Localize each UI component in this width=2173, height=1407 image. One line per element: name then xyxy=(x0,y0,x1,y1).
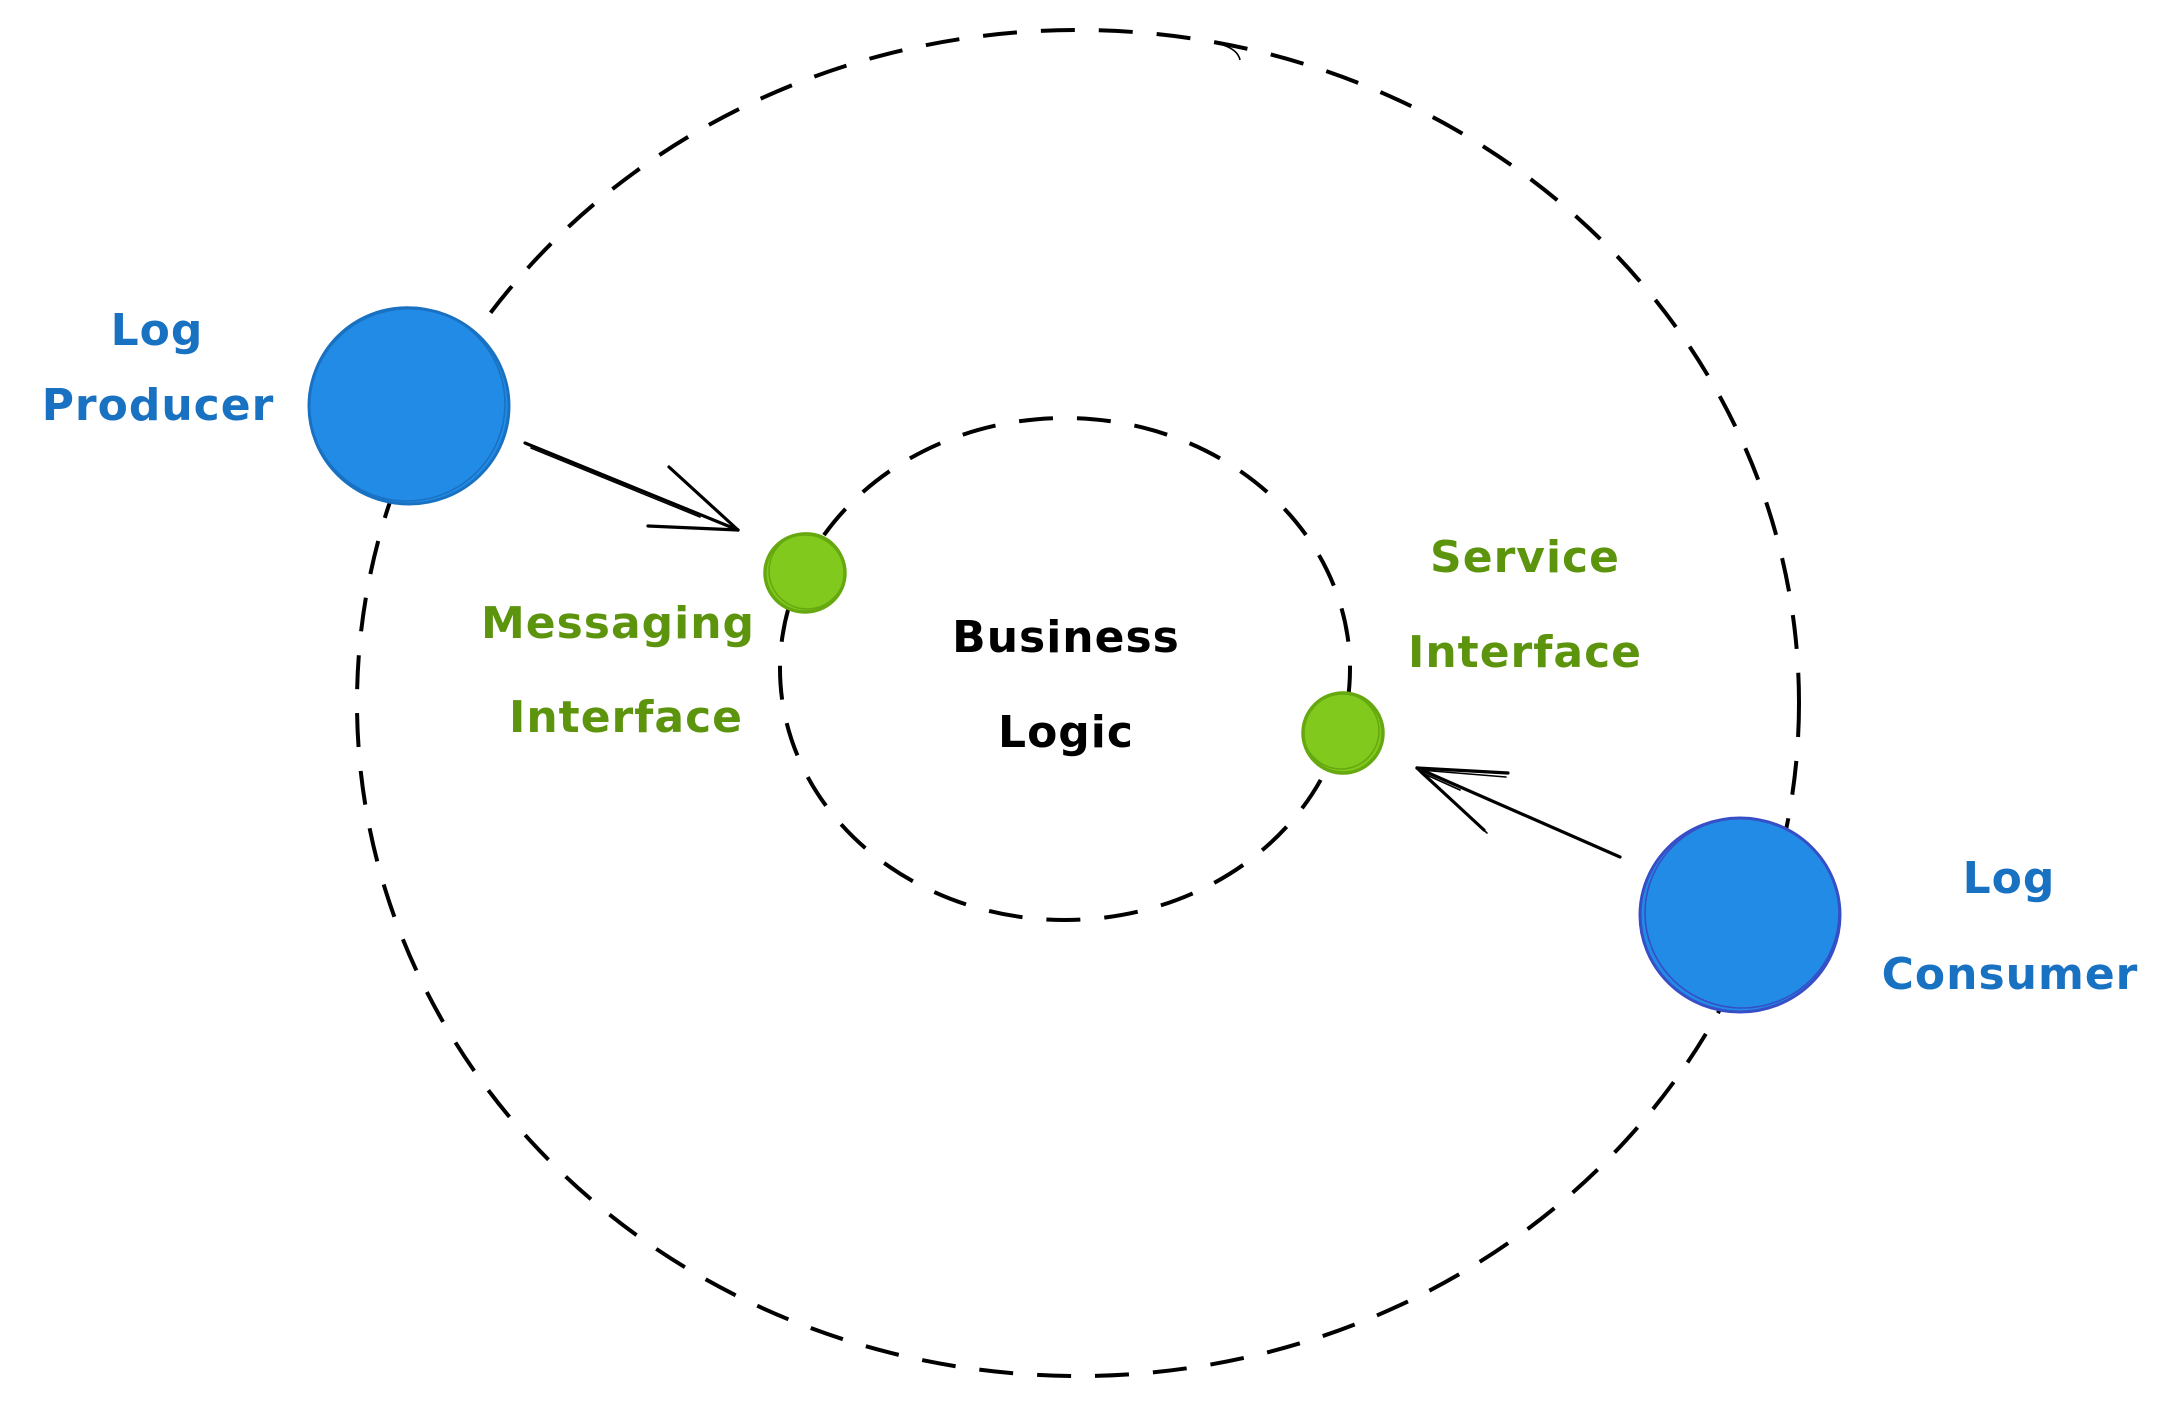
messaging-interface-label-line-2: Interface xyxy=(509,692,743,743)
log-consumer-label: Log Consumer xyxy=(1882,853,2139,1000)
arrow-consumer-to-service xyxy=(1415,766,1622,859)
service-interface-label: Service Interface xyxy=(1408,532,1642,678)
log-producer-label-line-2: Producer xyxy=(42,380,275,431)
arrow-head-upper-sketch xyxy=(1419,769,1507,778)
arrow-head-lower xyxy=(646,524,740,532)
messaging-interface-circle-sketch xyxy=(768,532,846,610)
log-producer-node[interactable] xyxy=(307,306,511,506)
log-consumer-label-line-2: Consumer xyxy=(1882,949,2139,1000)
arrow-producer-to-messaging xyxy=(523,441,740,532)
service-interface-label-line-2: Interface xyxy=(1408,627,1642,678)
log-consumer-circle[interactable] xyxy=(1638,816,1842,1014)
messaging-interface-label: Messaging Interface xyxy=(481,598,755,743)
outer-ring-sketch-mark xyxy=(1222,44,1241,61)
log-consumer-circle-sketch xyxy=(1644,817,1840,1009)
messaging-interface-label-line-1: Messaging xyxy=(481,598,755,649)
arrow-head-upper xyxy=(1415,766,1510,775)
log-consumer-node[interactable] xyxy=(1638,816,1842,1014)
log-producer-circle-sketch xyxy=(308,306,506,502)
arrow-shaft-sketch xyxy=(530,447,701,518)
log-consumer-label-line-1: Log xyxy=(1963,853,2056,904)
outer-ring xyxy=(355,28,1801,1378)
service-interface-circle[interactable] xyxy=(1301,691,1385,775)
service-interface-circle-sketch xyxy=(1302,692,1380,770)
service-interface-node[interactable] xyxy=(1301,691,1385,775)
inner-ring xyxy=(778,416,1352,922)
messaging-interface-node[interactable] xyxy=(763,532,847,614)
arrow-shaft xyxy=(523,441,740,532)
service-interface-label-line-1: Service xyxy=(1430,532,1620,583)
business-logic-label-line-2: Logic xyxy=(998,707,1134,758)
log-producer-label: Log Producer xyxy=(42,305,275,431)
business-logic-label: Business Logic xyxy=(952,612,1180,758)
log-producer-label-line-1: Log xyxy=(111,305,204,356)
messaging-interface-circle[interactable] xyxy=(763,532,847,614)
business-logic-label-line-1: Business xyxy=(952,612,1180,663)
arrow-head-lower-sketch xyxy=(1420,772,1488,834)
arrow-shaft xyxy=(1415,766,1622,859)
arrow-head-upper xyxy=(667,465,740,532)
